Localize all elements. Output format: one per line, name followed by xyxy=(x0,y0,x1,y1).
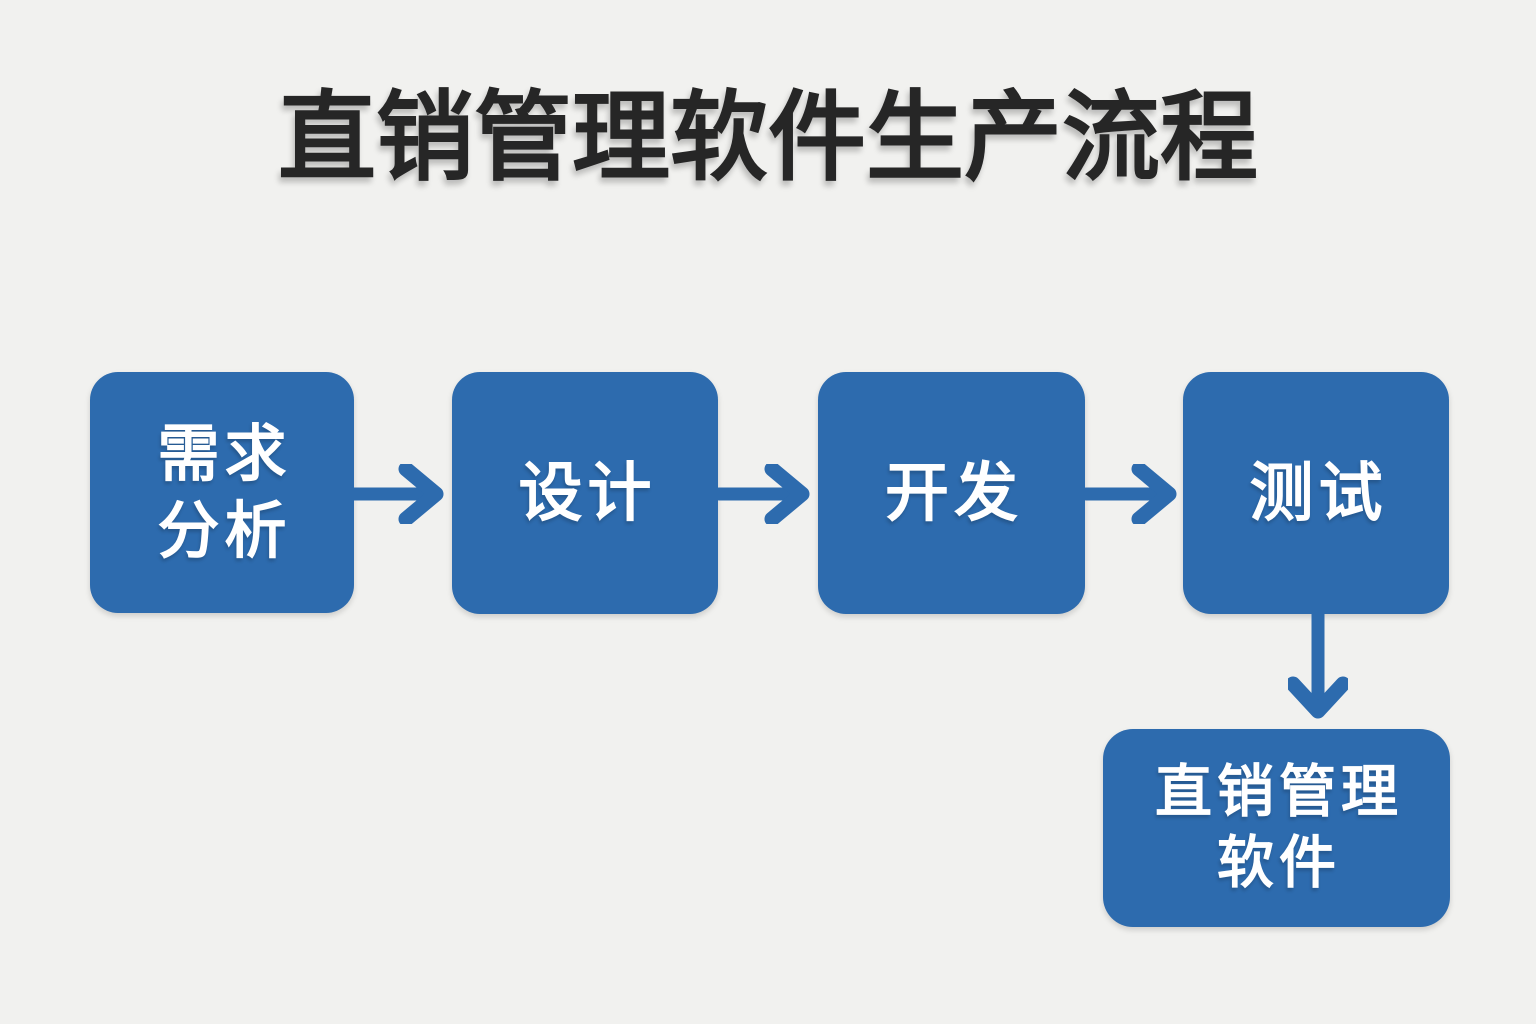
arrow-down-icon xyxy=(1288,612,1348,719)
step-label-line: 直销管理 xyxy=(1155,760,1403,824)
step-testing: 测试 xyxy=(1183,372,1449,614)
step-product: 直销管理 软件 xyxy=(1103,729,1450,927)
step-development: 开发 xyxy=(818,372,1085,614)
step-label-line: 软件 xyxy=(1217,831,1341,895)
arrow-right-icon xyxy=(350,464,444,524)
step-requirements-analysis: 需求 分析 xyxy=(90,372,354,613)
step-label-line: 测试 xyxy=(1249,457,1388,529)
arrow-right-icon xyxy=(716,464,810,524)
arrow-right-icon xyxy=(1083,464,1177,524)
step-label-line: 需求 xyxy=(157,419,292,489)
page-title: 直销管理软件生产流程 xyxy=(277,82,1258,192)
step-design: 设计 xyxy=(452,372,718,614)
step-label-line: 设计 xyxy=(518,457,657,529)
step-label-line: 开发 xyxy=(885,457,1023,529)
step-label-line: 分析 xyxy=(157,496,292,566)
